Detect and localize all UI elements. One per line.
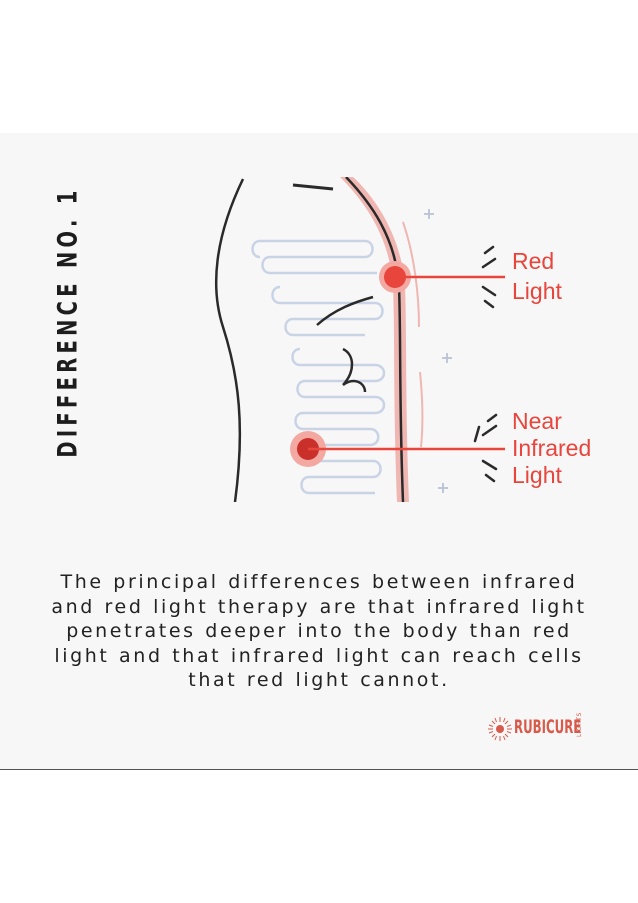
surface-line: [419, 371, 424, 448]
rubicure-logo: [488, 717, 512, 741]
body-outline: [215, 178, 245, 502]
nir-label-line3: Light: [512, 462, 562, 488]
nir-ray-marks: [473, 413, 498, 483]
nir-label-line1: Near: [512, 408, 562, 434]
plus-marks: [424, 209, 452, 493]
skin-layer: [340, 177, 409, 502]
sunburst-icon: [488, 717, 512, 741]
skin-penetration-illustration: Red Light Near Infrared Light: [205, 177, 605, 502]
red-label-line1: Red: [512, 248, 554, 274]
red-label-line2: Light: [512, 278, 562, 304]
bottom-divider: [0, 769, 638, 770]
difference-heading-text: DIFFERENCE NO. 1: [52, 186, 84, 458]
illustration-svg: Red Light Near Infrared Light: [215, 177, 591, 502]
brand-subtitle: LIGHTS: [576, 712, 583, 737]
brand-name: RUBICURE: [514, 716, 582, 738]
tissue-curve: [342, 347, 367, 393]
blood-vessels: [251, 239, 386, 495]
difference-heading: DIFFERENCE NO. 1: [53, 134, 84, 511]
tissue-curve: [316, 295, 374, 326]
red-ray-marks: [481, 245, 497, 309]
description-paragraph: The principal differences between infrar…: [51, 571, 587, 691]
contour-line: [292, 183, 334, 191]
nir-label-line2: Infrared: [512, 435, 591, 461]
